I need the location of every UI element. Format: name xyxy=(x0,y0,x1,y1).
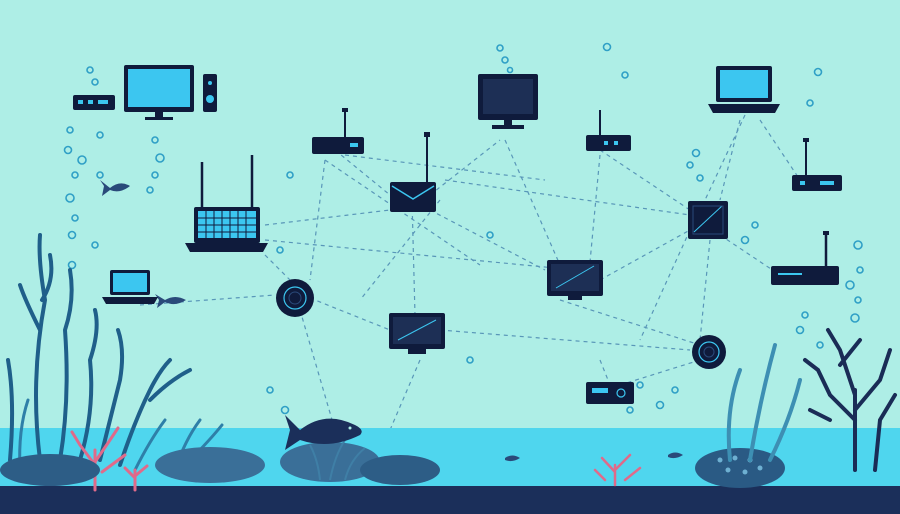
tablet-icon xyxy=(688,201,728,239)
desktop-monitor-icon xyxy=(124,65,194,120)
receiver-icon xyxy=(586,382,634,404)
disc-icon xyxy=(692,335,726,369)
modem-icon xyxy=(771,231,839,285)
seabed xyxy=(0,486,900,514)
seaweed-icon xyxy=(726,343,802,462)
coral-icon xyxy=(803,328,897,472)
laptop-icon xyxy=(708,66,780,113)
seaweed-icon xyxy=(6,233,192,467)
network-switch-icon xyxy=(73,95,115,110)
speaker-icon xyxy=(203,74,217,112)
monitor-icon xyxy=(547,260,603,300)
disc-icon xyxy=(276,279,314,317)
wifi-router-icon xyxy=(185,155,268,252)
router-icon xyxy=(792,138,842,191)
monitor-icon xyxy=(389,313,445,354)
seaweed-icon xyxy=(309,439,366,481)
fish-icon xyxy=(285,415,362,450)
envelope-icon xyxy=(390,132,436,212)
router-icon xyxy=(312,108,364,154)
laptop-icon xyxy=(102,270,158,304)
router-icon xyxy=(586,110,631,151)
rock-icon xyxy=(0,442,785,488)
coral-icon xyxy=(593,453,642,487)
monitor-icon xyxy=(478,74,538,129)
fish-icon xyxy=(100,180,683,462)
